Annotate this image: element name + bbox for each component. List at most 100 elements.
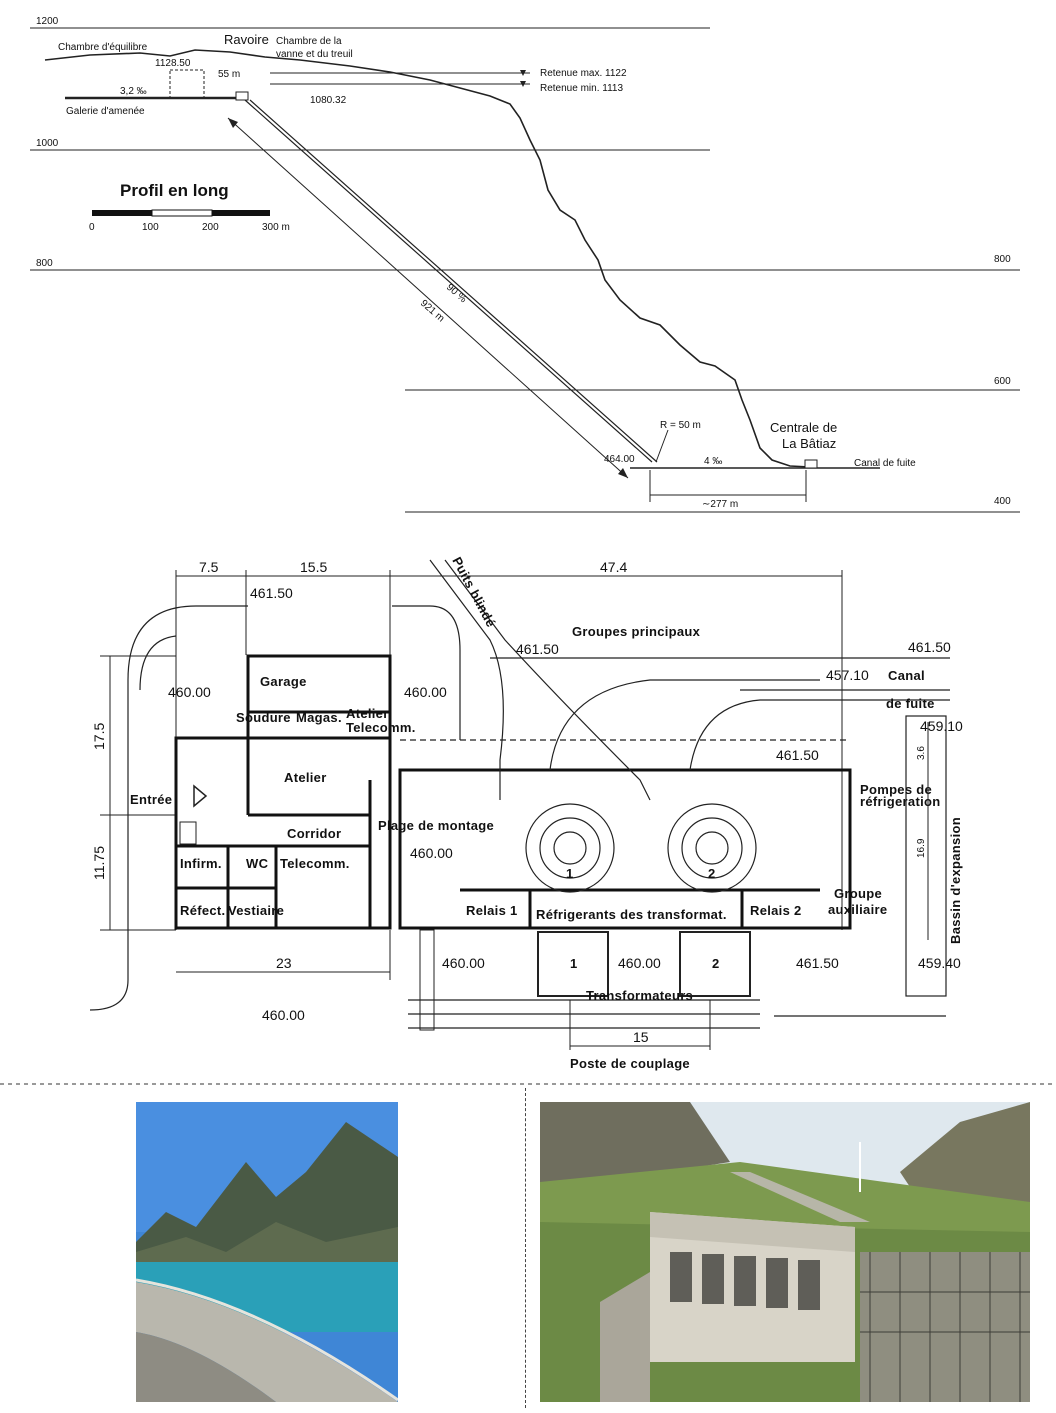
label-slope-32: 3,2 ‰ [120,86,147,97]
elev-800-left: 800 [36,258,53,269]
elev-1000: 1000 [36,138,59,149]
elev-600: 600 [994,376,1011,387]
label-radius: R = 50 m [660,420,701,431]
stair [179,821,197,845]
elev-461-50-d: 461.50 [776,747,819,763]
label-groupe-aux-1: Groupe [834,886,882,901]
dim-11-75: 11.75 [91,846,107,880]
elev-460-00-b: 460.00 [404,684,447,700]
room-transformateurs: Transformateurs [586,988,693,1003]
penstock-1 [429,559,504,800]
unit-label-1: 1 [566,866,574,881]
label-canal-2: de fuite [886,696,935,711]
centrale-building [804,459,818,469]
elev-460-00-e: 460.00 [618,955,661,971]
elev-457-10: 457.10 [826,667,869,683]
label-slope-4: 4 ‰ [704,456,722,467]
elev-1200: 1200 [36,16,59,27]
label-pompes-1: Pompes de [860,782,932,797]
dim-arrow-bottom [618,468,628,478]
label-centrale-1: Centrale de [770,420,837,435]
profile-diagram: 1200 1000 800 800 600 400 Chambre d'équi… [30,16,1020,513]
garage-block [246,654,392,714]
label-groupe-aux-2: auxiliaire [828,902,887,917]
draft-tube-2 [689,699,950,771]
room-atelier: Atelier [284,770,327,785]
terrain-line [44,49,811,468]
label-elev-1128: 1128.50 [155,58,191,69]
elev-460-00-d: 460.00 [442,955,485,971]
room-refrigerants: Réfrigerants des transformat. [536,907,727,922]
scale-200: 200 [202,222,219,233]
label-bassin: Bassin d'expansion [948,817,963,944]
penstock-line-2 [249,99,658,463]
crane-rail-left [419,929,435,1031]
transformer-label-2: 2 [712,956,720,971]
room-soudure: Soudure [236,710,291,725]
dam-photo-drawing [136,1102,398,1402]
radius-pointer [655,429,669,463]
power-station-photo-drawing [540,1102,1030,1402]
room-relais2: Relais 2 [750,903,802,918]
retenue-min-marker [520,81,526,87]
retenue-max-marker [520,70,526,76]
room-magas: Magas. [296,710,342,725]
label-elev-464: 464.00 [604,454,635,465]
elev-400: 400 [994,496,1011,507]
label-canal-1: Canal [888,668,925,683]
transformer-1 [537,931,609,997]
elev-459-10: 459.10 [920,718,963,734]
label-55m: 55 m [218,69,240,80]
dim-7-5: 7.5 [199,559,219,575]
room-poste: Poste de couplage [570,1056,690,1071]
room-garage: Garage [260,674,307,689]
room-wc: WC [246,856,269,871]
elev-460-00-f: 460.00 [262,1007,305,1023]
label-galerie: Galerie d'amenée [66,106,145,117]
room-entree: Entrée [130,792,172,807]
expansion-basin [905,715,947,997]
room-infirm: Infirm. [180,856,222,871]
dim-15: 15 [633,1029,649,1045]
label-chambre-equilibre: Chambre d'équilibre [58,42,148,53]
penstock-2 [444,559,651,801]
profile-title: Profil en long [120,181,229,200]
transformer-label-1: 1 [570,956,578,971]
room-telecomm: Telecomm. [280,856,350,871]
draft-tube-1 [549,679,820,771]
label-chambre-vanne-2: vanne et du treuil [276,49,353,60]
room-atelier-telecomm-2: Telecomm. [346,720,416,735]
scale-300: 300 m [262,222,290,233]
transformer-2 [679,931,751,997]
access-road-outer [392,605,461,740]
label-277m: ∼277 m [702,499,738,510]
dim-15-5: 15.5 [300,559,327,575]
power-station-photo [540,1102,1030,1402]
dim-arrow-top [228,118,238,128]
entrance-arrow [193,784,208,808]
elev-800-right: 800 [994,254,1011,265]
elev-461-50-c: 461.50 [908,639,951,655]
label-pompes-2: réfrigeration [860,794,940,809]
label-retenue-min: Retenue min. 1113 [540,83,623,94]
dim-23: 23 [276,955,292,971]
room-relais1: Relais 1 [466,903,518,918]
turbine-unit-1 [525,803,615,893]
label-canal-fuite: Canal de fuite [854,458,916,469]
label-chambre-vanne-1: Chambre de la [276,36,342,47]
access-road-left-2 [139,635,177,691]
elev-461-50-b: 461.50 [516,641,559,657]
room-vestiaire: Vestiaire [228,903,284,918]
scale-100: 100 [142,222,159,233]
photo-divider [525,1088,526,1408]
label-groupes: Groupes principaux [572,624,701,639]
floor-plan: 7.5 15.5 47.4 17.5 11.75 23 15 [0,554,1056,1085]
label-ravoire: Ravoire [224,32,269,47]
dim-17-5: 17.5 [91,723,107,750]
penstock-line-1 [244,99,653,463]
dam-photo [136,1102,398,1402]
unit-label-2: 2 [708,866,716,881]
room-refect: Réfect. [180,903,225,918]
dimension-921 [227,117,629,479]
scale-0: 0 [89,222,95,233]
